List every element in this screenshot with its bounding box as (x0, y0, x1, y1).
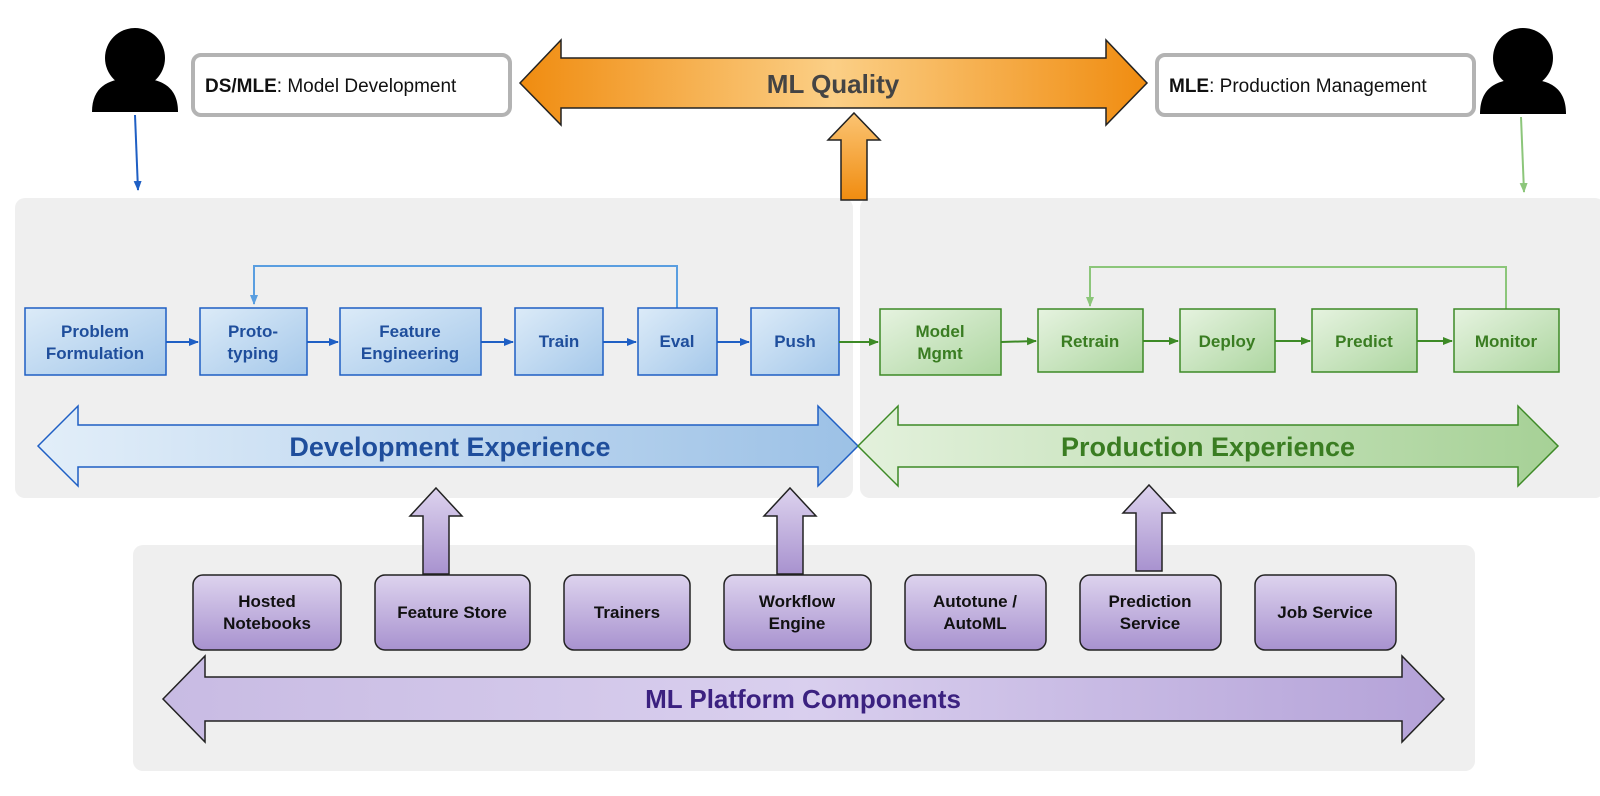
connector-arrow (1000, 337, 1037, 346)
svg-text:Job Service: Job Service (1277, 603, 1372, 622)
svg-text:Service: Service (1120, 614, 1181, 633)
prod-step-retrain: Retrain (1037, 308, 1144, 373)
svg-text:Mgmt: Mgmt (917, 344, 963, 363)
platform-components-arrow: ML Platform Components (161, 654, 1446, 744)
svg-text:Feature Store: Feature Store (397, 603, 507, 622)
platform-up-arrow (408, 486, 464, 575)
svg-text:Prediction: Prediction (1108, 592, 1191, 611)
production-experience-arrow: Production Experience (856, 404, 1560, 488)
svg-text:Retrain: Retrain (1061, 332, 1120, 351)
svg-text:Model: Model (915, 322, 964, 341)
component-job-service: Job Service (1254, 574, 1397, 651)
svg-text:Monitor: Monitor (1475, 332, 1538, 351)
component-trainers: Trainers (563, 574, 691, 651)
development-experience-arrow: Development Experience (36, 404, 860, 488)
role-box-left (191, 53, 512, 117)
svg-text:Deploy: Deploy (1199, 332, 1256, 351)
component-feature-store: Feature Store (374, 574, 531, 651)
person-icon-right (1480, 28, 1566, 114)
component-autotune-automl: Autotune / AutoML (904, 574, 1047, 651)
platform-components-label: ML Platform Components (645, 684, 961, 714)
svg-text:Hosted: Hosted (238, 592, 296, 611)
svg-text:Train: Train (539, 332, 580, 351)
left-person-arrow (133, 114, 142, 191)
svg-text:Formulation: Formulation (46, 344, 144, 363)
svg-text:Proto-: Proto- (228, 322, 278, 341)
monitor-to-retrain-loop (1086, 266, 1507, 310)
svg-text:Notebooks: Notebooks (223, 614, 311, 633)
dev-step-problem-formulation: Problem Formulation (24, 307, 167, 376)
prod-step-monitor: Monitor (1453, 308, 1560, 373)
prod-step-model-mgmt: Model Mgmt (879, 308, 1002, 376)
role-box-right (1155, 53, 1476, 117)
dev-step-prototyping: Proto- typing (199, 307, 308, 376)
svg-text:Problem: Problem (61, 322, 129, 341)
component-workflow-engine: Workflow Engine (723, 574, 872, 651)
svg-text:Workflow: Workflow (759, 592, 836, 611)
role-right-label: MLE: Production Management (1169, 76, 1427, 97)
dev-step-feature-engineering: Feature Engineering (339, 307, 482, 376)
platform-up-arrow (762, 486, 818, 575)
platform-up-arrow (1121, 483, 1177, 572)
svg-text:Feature: Feature (379, 322, 440, 341)
eval-to-prototyping-loop (250, 265, 678, 308)
dev-step-train: Train (514, 307, 604, 376)
svg-text:typing: typing (228, 344, 279, 363)
svg-text:Engineering: Engineering (361, 344, 459, 363)
prod-step-predict: Predict (1311, 308, 1418, 373)
svg-text:Autotune /: Autotune / (933, 592, 1017, 611)
right-person-arrow (1519, 116, 1528, 193)
role-left-label: DS/MLE: Model Development (205, 76, 457, 97)
svg-text:Predict: Predict (1335, 332, 1393, 351)
dev-step-eval: Eval (637, 307, 718, 376)
ml-quality-arrow: ML Quality (518, 38, 1149, 127)
svg-text:Trainers: Trainers (594, 603, 660, 622)
svg-text:AutoML: AutoML (943, 614, 1006, 633)
person-icon-left (92, 28, 178, 112)
component-hosted-notebooks: Hosted Notebooks (192, 574, 342, 651)
component-prediction-service: Prediction Service (1079, 574, 1222, 651)
dev-step-push: Push (750, 307, 840, 376)
development-experience-label: Development Experience (289, 432, 610, 462)
quality-up-arrow (826, 111, 882, 201)
prod-step-deploy: Deploy (1179, 308, 1276, 373)
production-experience-label: Production Experience (1061, 432, 1355, 462)
svg-text:Eval: Eval (660, 332, 695, 351)
svg-text:Engine: Engine (769, 614, 826, 633)
ml-quality-label: ML Quality (767, 69, 900, 99)
svg-text:Push: Push (774, 332, 816, 351)
